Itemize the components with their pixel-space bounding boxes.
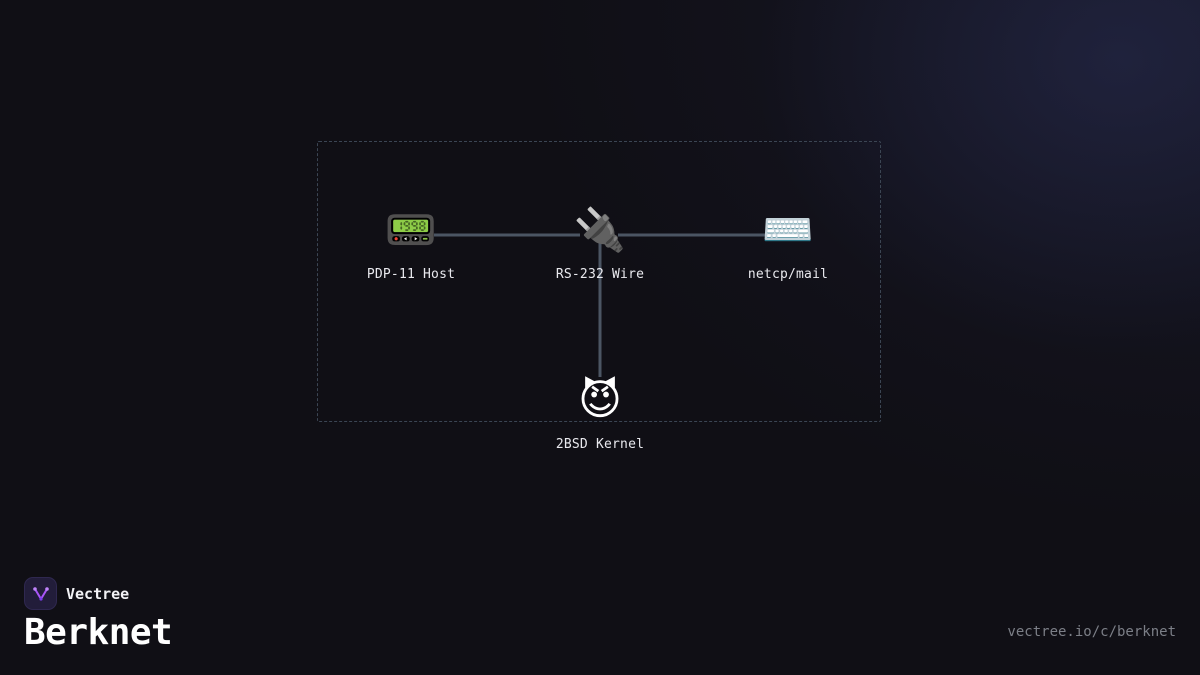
node-label: netcp/mail — [747, 267, 829, 282]
brand[interactable]: Vectree — [24, 577, 129, 610]
group-boundary — [317, 141, 881, 422]
node-netcp-mail[interactable]: ⌨️ netcp/mail — [708, 205, 868, 282]
smiling-devil-icon: 😈 — [578, 375, 622, 424]
node-pdp11-host[interactable]: 📟 PDP-11 Host — [331, 205, 491, 282]
site-url[interactable]: vectree.io/c/berknet — [1007, 624, 1176, 640]
brand-name: Vectree — [66, 584, 130, 603]
node-label: RS-232 Wire — [555, 267, 645, 282]
keyboard-icon: ⌨️ — [761, 205, 815, 254]
vectree-logo-icon — [24, 577, 57, 610]
node-rs232-wire[interactable]: 🔌 RS-232 Wire — [520, 205, 680, 282]
electric-plug-icon: 🔌 — [573, 205, 627, 254]
node-2bsd-kernel[interactable]: 😈 2BSD Kernel — [520, 375, 680, 452]
node-label: 2BSD Kernel — [555, 437, 645, 452]
pager-icon: 📟 — [384, 205, 438, 254]
page-title: Berknet — [24, 612, 173, 653]
node-label: PDP-11 Host — [366, 267, 456, 282]
